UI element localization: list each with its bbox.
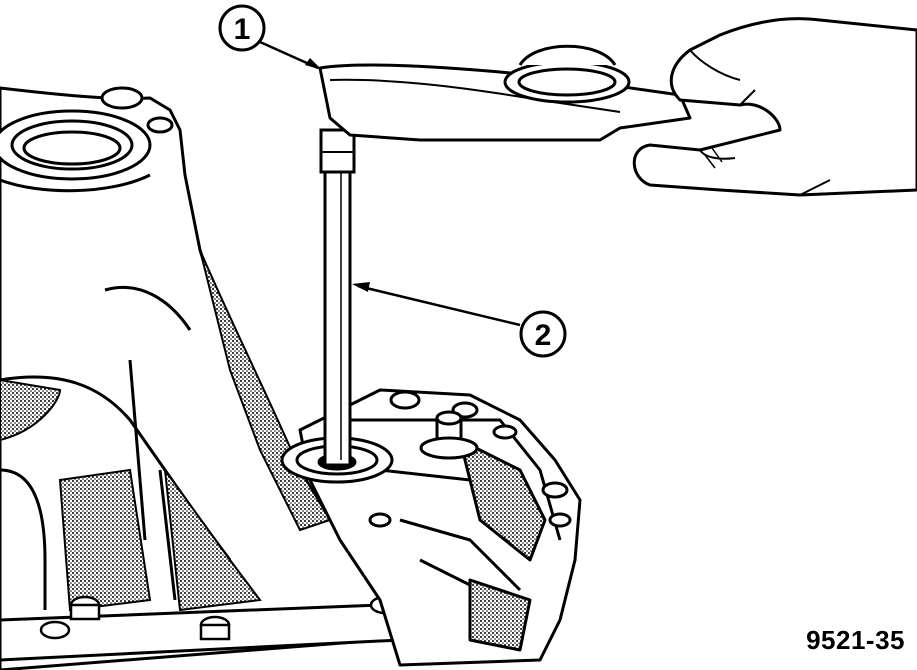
housing-shading — [0, 249, 332, 612]
callout-1-number: 1 — [234, 13, 251, 46]
callout-2-number: 2 — [535, 319, 552, 352]
callout-1: 1 — [218, 4, 322, 70]
installer-handle — [318, 44, 692, 142]
callout-2: 2 — [352, 282, 567, 358]
technician-hand — [632, 17, 917, 197]
installer-rod — [319, 128, 356, 467]
extension-housing — [298, 388, 582, 667]
figure-id: 9521-35 — [806, 625, 905, 655]
